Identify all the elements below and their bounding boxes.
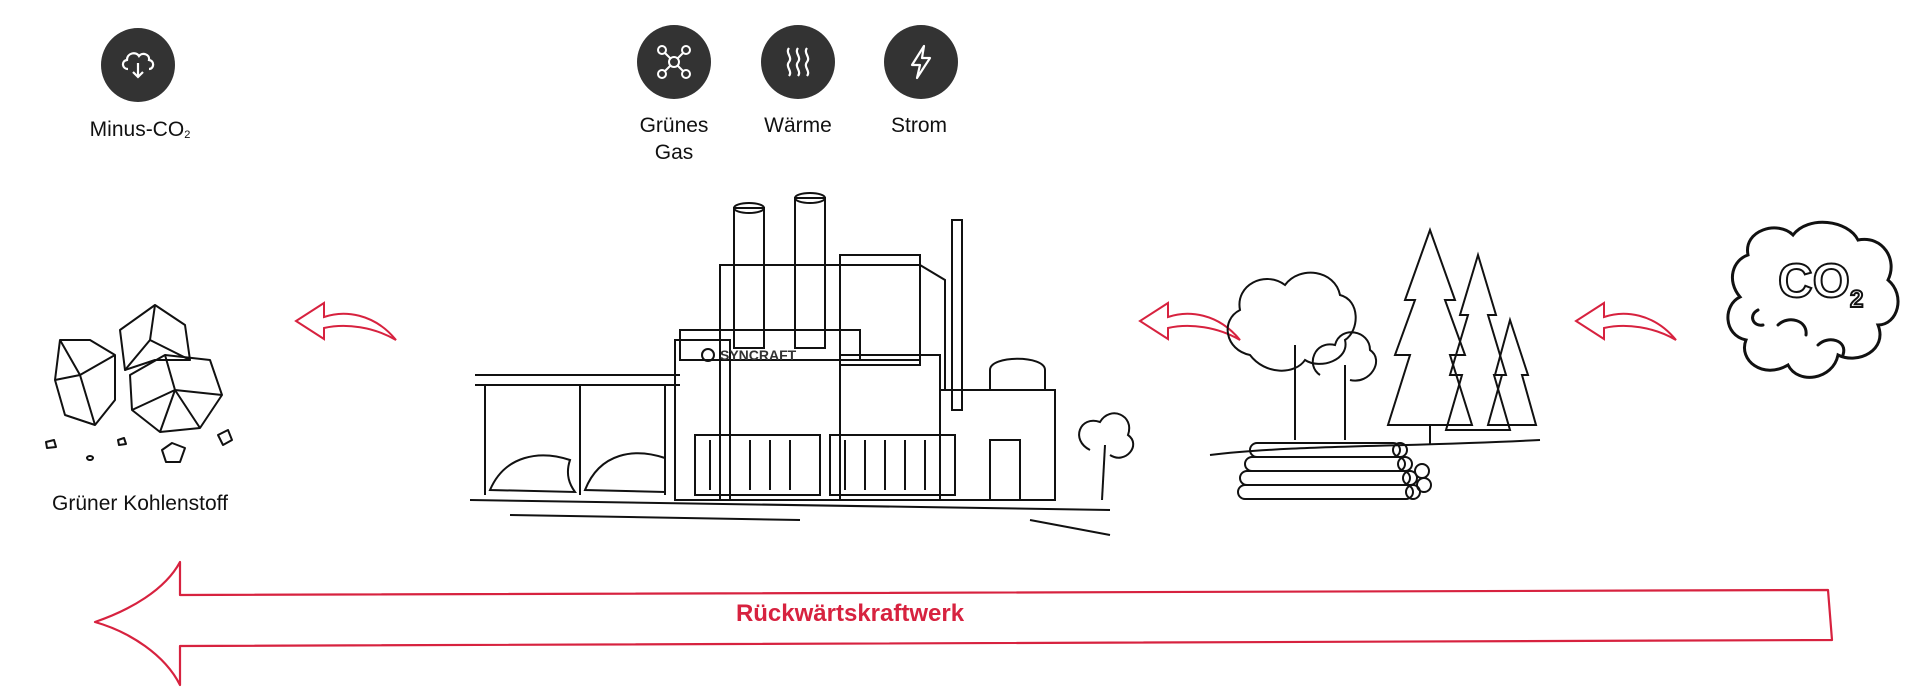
power-icon-circle	[884, 25, 958, 99]
green-carbon-label: Grüner Kohlenstoff	[40, 490, 240, 517]
green-carbon-illustration	[40, 300, 240, 480]
flow-arrow-1	[294, 295, 404, 355]
heat-waves-icon	[776, 40, 820, 84]
cloud-download-icon	[116, 43, 160, 87]
green-gas-icon-circle	[637, 25, 711, 99]
reverse-power-plant-label: Rückwärtskraftwerk	[680, 600, 1020, 628]
flow-arrow-3	[1574, 295, 1684, 355]
molecule-icon	[652, 40, 696, 84]
plant-brand-text: SYNCRAFT	[720, 347, 797, 363]
co2-text: CO	[1778, 255, 1850, 308]
co2-cloud-illustration: CO 2	[1718, 215, 1908, 405]
co2-subscript: 2	[1850, 286, 1863, 313]
minus-co2-icon-circle	[101, 28, 175, 102]
minus-co2-label: Minus-CO2	[60, 116, 220, 149]
heat-label: Wärme	[738, 112, 858, 139]
power-plant-illustration: SYNCRAFT	[470, 190, 1150, 540]
green-gas-label: Grünes Gas	[614, 112, 734, 166]
forest-illustration	[1210, 225, 1550, 505]
power-label: Strom	[859, 112, 979, 139]
heat-icon-circle	[761, 25, 835, 99]
lightning-icon	[899, 40, 943, 84]
